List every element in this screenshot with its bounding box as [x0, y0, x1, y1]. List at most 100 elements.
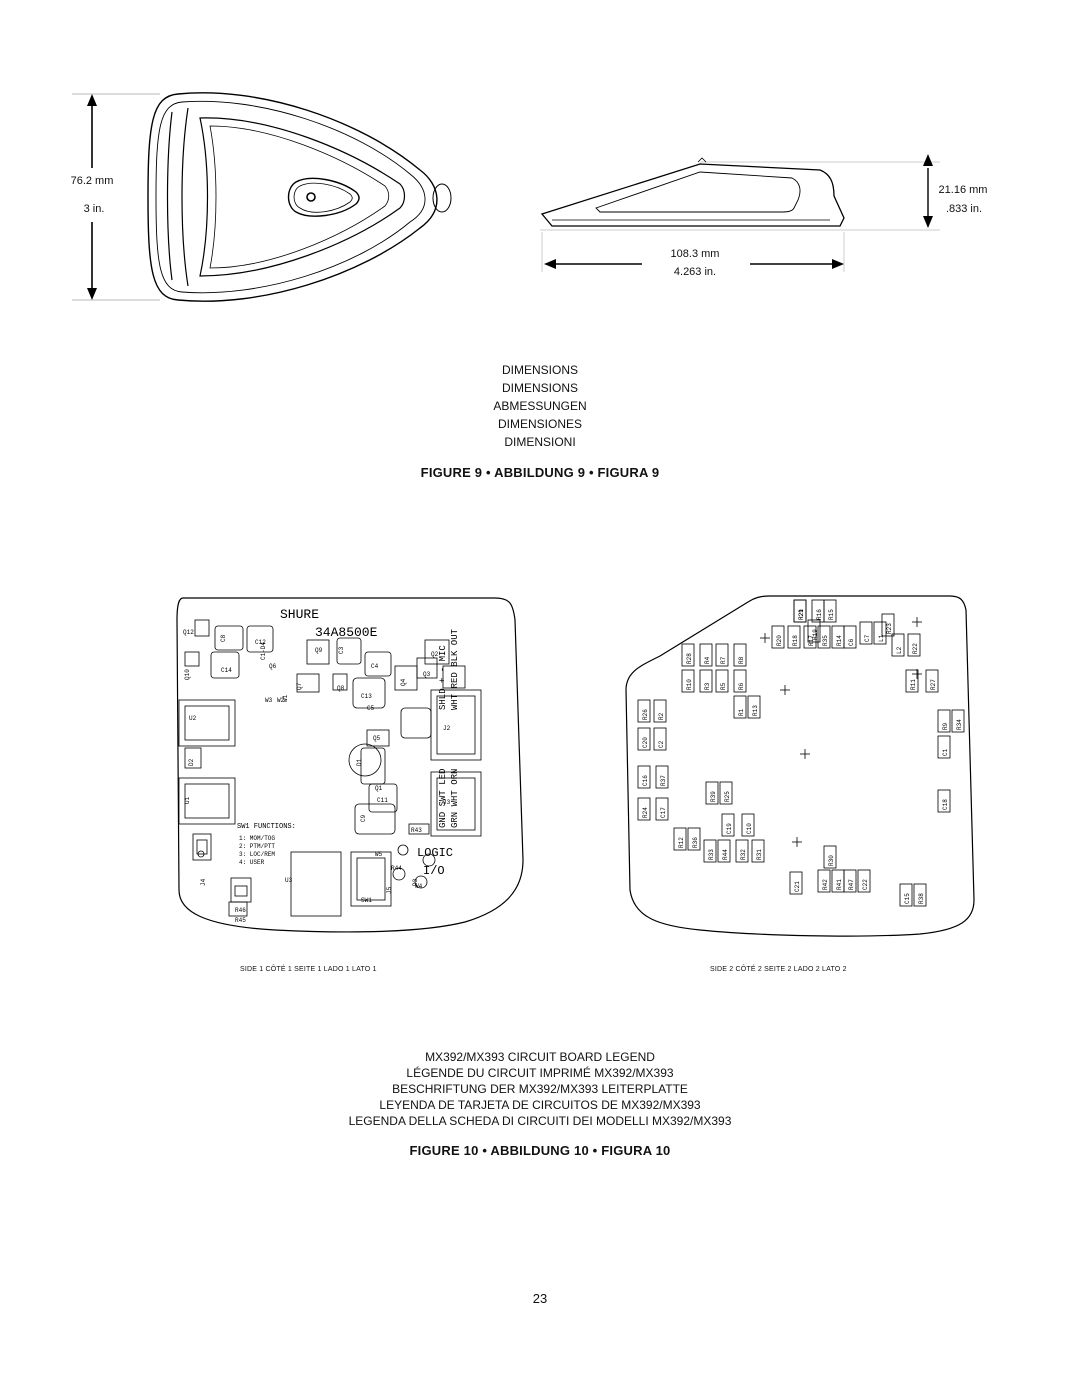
board2-component	[857, 869, 871, 893]
board1-designator: Q1	[375, 785, 383, 792]
board2-component	[803, 625, 817, 649]
board2-component	[751, 839, 765, 863]
board2-component	[823, 845, 837, 869]
board1-designator: R44	[391, 865, 402, 872]
figure9-caption-es: DIMENSIONES	[497, 417, 582, 431]
board1-designator: C12	[255, 639, 266, 646]
board2-designator: R22	[912, 643, 919, 654]
connector-col1: SHLD + - MIC	[438, 645, 448, 710]
board2-component	[637, 727, 651, 751]
board2-component	[687, 827, 701, 851]
board2-component	[733, 695, 747, 719]
board2-component	[817, 869, 831, 893]
board2-component	[733, 669, 747, 693]
board2-component	[673, 827, 687, 851]
board-part: 34A8500E	[315, 625, 378, 640]
board2-designator: R13	[752, 705, 759, 716]
led-col1: GND SWT LED	[438, 769, 448, 828]
function-4: 4: USER	[239, 859, 265, 866]
board2-component	[733, 643, 747, 667]
board2-designator: R36	[692, 837, 699, 848]
board2-component	[703, 839, 717, 863]
board-brand: SHURE	[280, 607, 319, 622]
board1-designator: C11	[377, 797, 388, 804]
board2-component	[937, 789, 951, 813]
page-number: 23	[532, 1291, 548, 1306]
board1-designator: D3	[412, 878, 419, 886]
board1-designator: R46	[235, 907, 246, 914]
board1-designator: Q5	[373, 735, 381, 742]
board2-designator: R41	[836, 879, 843, 890]
board1-designator: R45	[235, 917, 246, 924]
board2-designator: R23	[886, 623, 893, 634]
board2-designator: C16	[642, 775, 649, 786]
board2-designator: R29	[798, 609, 805, 620]
board2-component	[913, 883, 927, 907]
board2-designator: C17	[660, 807, 667, 818]
board2-component	[719, 781, 733, 805]
board1-designator: D2	[188, 758, 195, 766]
side-length-mm: 108.3 mm	[670, 248, 720, 260]
connector-col2: WHT RED BLK OUT	[450, 628, 460, 710]
board1-designator: Q6	[269, 663, 277, 670]
board1-designator: C5	[367, 705, 375, 712]
board2-designator: R8	[738, 656, 745, 664]
board2-designator: R16	[816, 609, 823, 620]
board2-component	[699, 643, 713, 667]
board2-component	[681, 669, 695, 693]
board2-designator: R27	[930, 679, 937, 690]
side-length-in: 4.263 in.	[673, 266, 717, 278]
board2-component	[925, 669, 939, 693]
board1-designator: J3	[443, 799, 451, 806]
front-view-drawing	[72, 92, 452, 302]
board1-designator: Q10	[184, 669, 191, 680]
board2-component	[843, 869, 857, 893]
board2-component	[789, 871, 803, 895]
board2-designator: R6	[738, 682, 745, 690]
board2-designator: R12	[678, 837, 685, 848]
board2-designator: R9	[942, 722, 949, 730]
board2-designator: L2	[896, 646, 903, 654]
figure10-caption-en: MX392/MX393 CIRCUIT BOARD LEGEND	[425, 1050, 655, 1064]
board2-designator: R31	[756, 849, 763, 860]
board1-designator: Q4	[400, 678, 407, 686]
board2-designator: C18	[942, 799, 949, 810]
board2-component	[653, 727, 667, 751]
figure10-caption-de: BESCHRIFTUNG DER MX392/MX393 LEITERPLATT…	[392, 1082, 688, 1096]
board2-component	[843, 625, 857, 649]
board2-component	[899, 883, 913, 907]
board2-designator: R28	[686, 653, 693, 664]
figure9-title: FIGURE 9 • ABBILDUNG 9 • FIGURA 9	[420, 465, 660, 480]
function-3: 3: LOC/REM	[239, 851, 275, 858]
board2-designator: R1	[738, 708, 745, 716]
board2-designator: C10	[746, 823, 753, 834]
board2-component	[891, 633, 905, 657]
function-2: 2: PTM/PTT	[239, 843, 275, 850]
board2-designator: R24	[642, 807, 649, 818]
board2-component	[681, 643, 695, 667]
board1-designator: Q9	[315, 647, 323, 654]
board2-designator: R34	[956, 719, 963, 730]
side1-label: SIDE 1 CÔTÉ 1 SEITE 1 LADO 1 LATO 1	[240, 966, 377, 973]
board2-component	[653, 699, 667, 723]
board2-designator: R2	[658, 712, 665, 720]
board1-designator: C3	[338, 646, 345, 654]
board2-component	[699, 669, 713, 693]
board2-designator: L1	[878, 634, 885, 642]
board2-component	[637, 765, 651, 789]
board1-designator: SW1	[361, 897, 372, 904]
board1-designator: Q2	[431, 651, 439, 658]
io-label: I/O	[423, 864, 445, 878]
side2-label: SIDE 2 CÔTÉ 2 SEITE 2 LADO 2 LATO 2	[710, 966, 847, 973]
board2-component	[873, 621, 887, 645]
board1-designator: W5	[375, 851, 383, 858]
board1-designator: C13	[361, 693, 372, 700]
board2-designator: R35	[822, 635, 829, 646]
board2-designator: R15	[828, 609, 835, 620]
figure10-title: FIGURE 10 • ABBILDUNG 10 • FIGURA 10	[409, 1143, 671, 1158]
board2-designator: R14	[836, 635, 843, 646]
board2-component	[881, 613, 895, 637]
board2-component	[937, 735, 951, 759]
board1-designator: R43	[411, 827, 422, 834]
